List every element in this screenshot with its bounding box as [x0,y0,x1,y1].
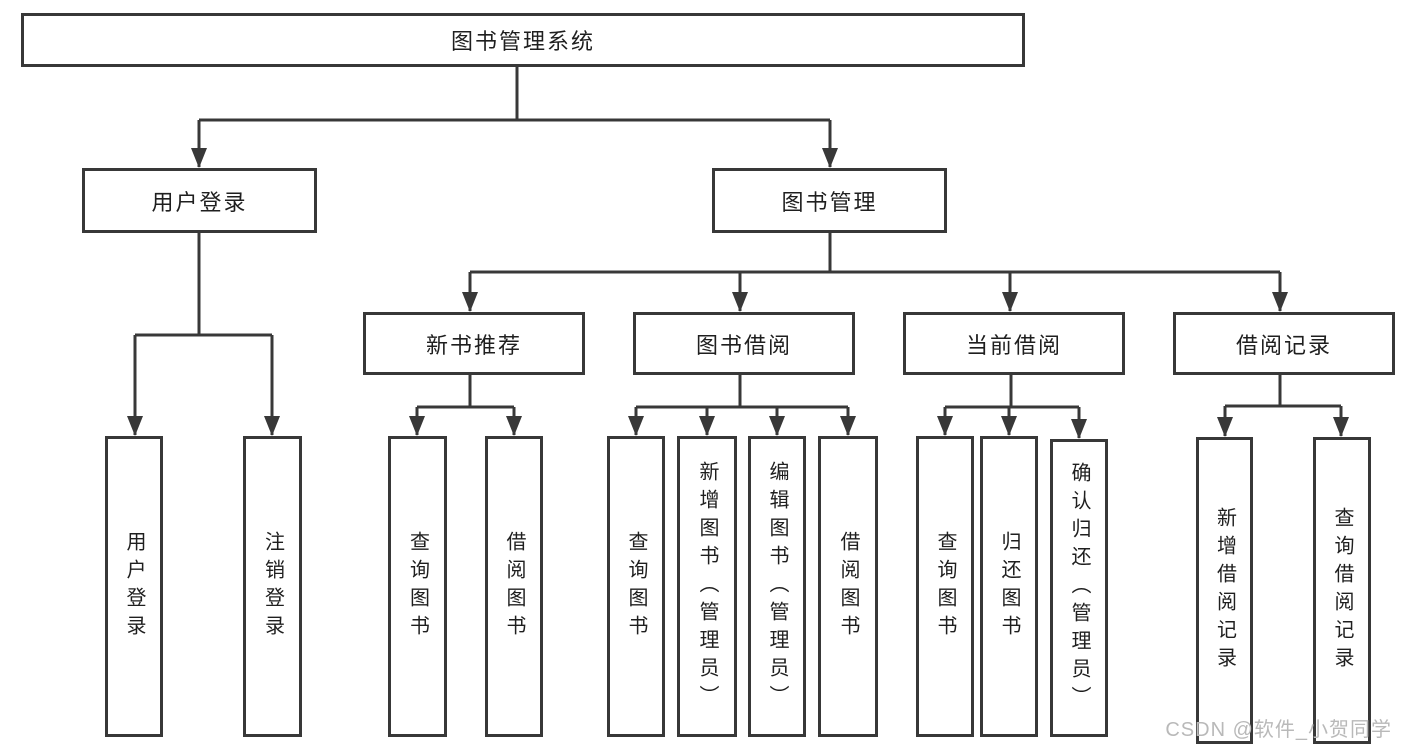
leaf-label: 编辑图书（管理员） [766,460,788,713]
node-label: 借阅记录 [1235,332,1332,358]
leaf-query-books-borrowing: 查询图书 [607,436,665,737]
node-book-management: 图书管理 [712,168,947,233]
leaf-label: 用户登录 [123,530,145,643]
leaf-label: 借阅图书 [837,530,859,643]
leaf-label: 查询图书 [625,530,647,643]
node-borrowing-records: 借阅记录 [1173,312,1395,375]
leaf-label: 查询借阅记录 [1331,506,1353,675]
leaf-label: 注销登录 [261,530,284,643]
leaf-edit-book-admin: 编辑图书（管理员） [748,436,806,737]
leaf-query-books-current: 查询图书 [916,436,974,737]
leaf-logout: 注销登录 [243,436,302,737]
leaf-confirm-return-admin: 确认归还（管理员） [1050,439,1108,737]
node-label: 图书借阅 [695,332,792,358]
node-user-login: 用户登录 [82,168,317,233]
leaf-add-book-admin: 新增图书（管理员） [677,436,737,737]
leaf-label: 归还图书 [998,530,1020,643]
leaf-query-books-recommend: 查询图书 [388,436,447,737]
leaf-return-books: 归还图书 [980,436,1038,737]
leaf-borrow-books-recommend: 借阅图书 [485,436,543,737]
leaf-label: 查询图书 [406,530,429,643]
leaf-borrow-books-borrowing: 借阅图书 [818,436,878,737]
node-book-borrowing: 图书借阅 [633,312,855,375]
node-current-borrowing: 当前借阅 [903,312,1125,375]
leaf-add-borrow-record: 新增借阅记录 [1196,437,1253,744]
leaf-label: 新增借阅记录 [1213,506,1236,675]
watermark-text: CSDN @软件_小贺同学 [1165,719,1392,741]
leaf-label: 确认归还（管理员） [1068,462,1090,714]
node-new-book-recommendation: 新书推荐 [363,312,585,375]
leaf-query-borrow-record: 查询借阅记录 [1313,437,1371,744]
leaf-user-login: 用户登录 [105,436,163,737]
node-library-system: 图书管理系统 [21,13,1025,67]
node-label: 用户登录 [151,189,248,215]
leaf-label: 查询图书 [934,530,956,643]
node-label: 当前借阅 [965,332,1062,358]
node-label: 图书管理系统 [450,29,595,54]
leaf-label: 借阅图书 [503,530,525,643]
node-label: 新书推荐 [425,332,522,358]
leaf-label: 新增图书（管理员） [696,460,718,713]
node-label: 图书管理 [781,189,878,215]
